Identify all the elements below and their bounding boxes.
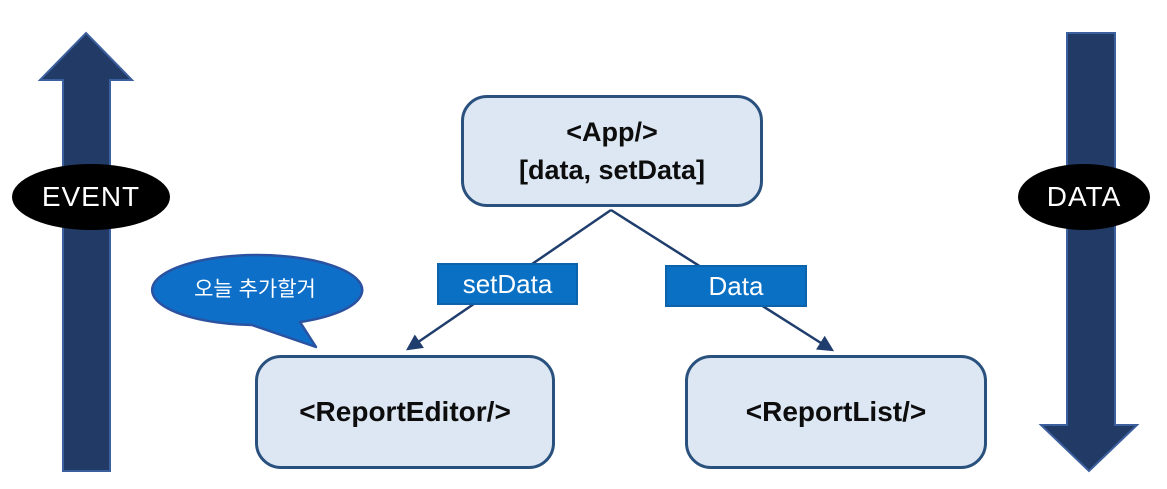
node-app-title: <App/> — [566, 117, 658, 147]
event-flow-up-arrow — [37, 31, 135, 472]
data-badge: DATA — [1018, 164, 1150, 230]
node-app-state: [data, setData] — [518, 155, 706, 185]
data-flow-down-arrow — [1038, 32, 1140, 473]
event-badge: EVENT — [12, 164, 170, 230]
edge-label-setdata: setData — [437, 263, 578, 305]
speech-bubble-text: 오늘 추가할거 — [194, 278, 316, 301]
edge-label-data: Data — [665, 265, 807, 307]
speech-bubble-shape — [150, 253, 364, 349]
node-app: <App/> [data, setData] — [461, 95, 763, 207]
node-reportlist: <ReportList/> — [685, 355, 987, 469]
node-reporteditor: <ReportEditor/> — [255, 355, 555, 469]
